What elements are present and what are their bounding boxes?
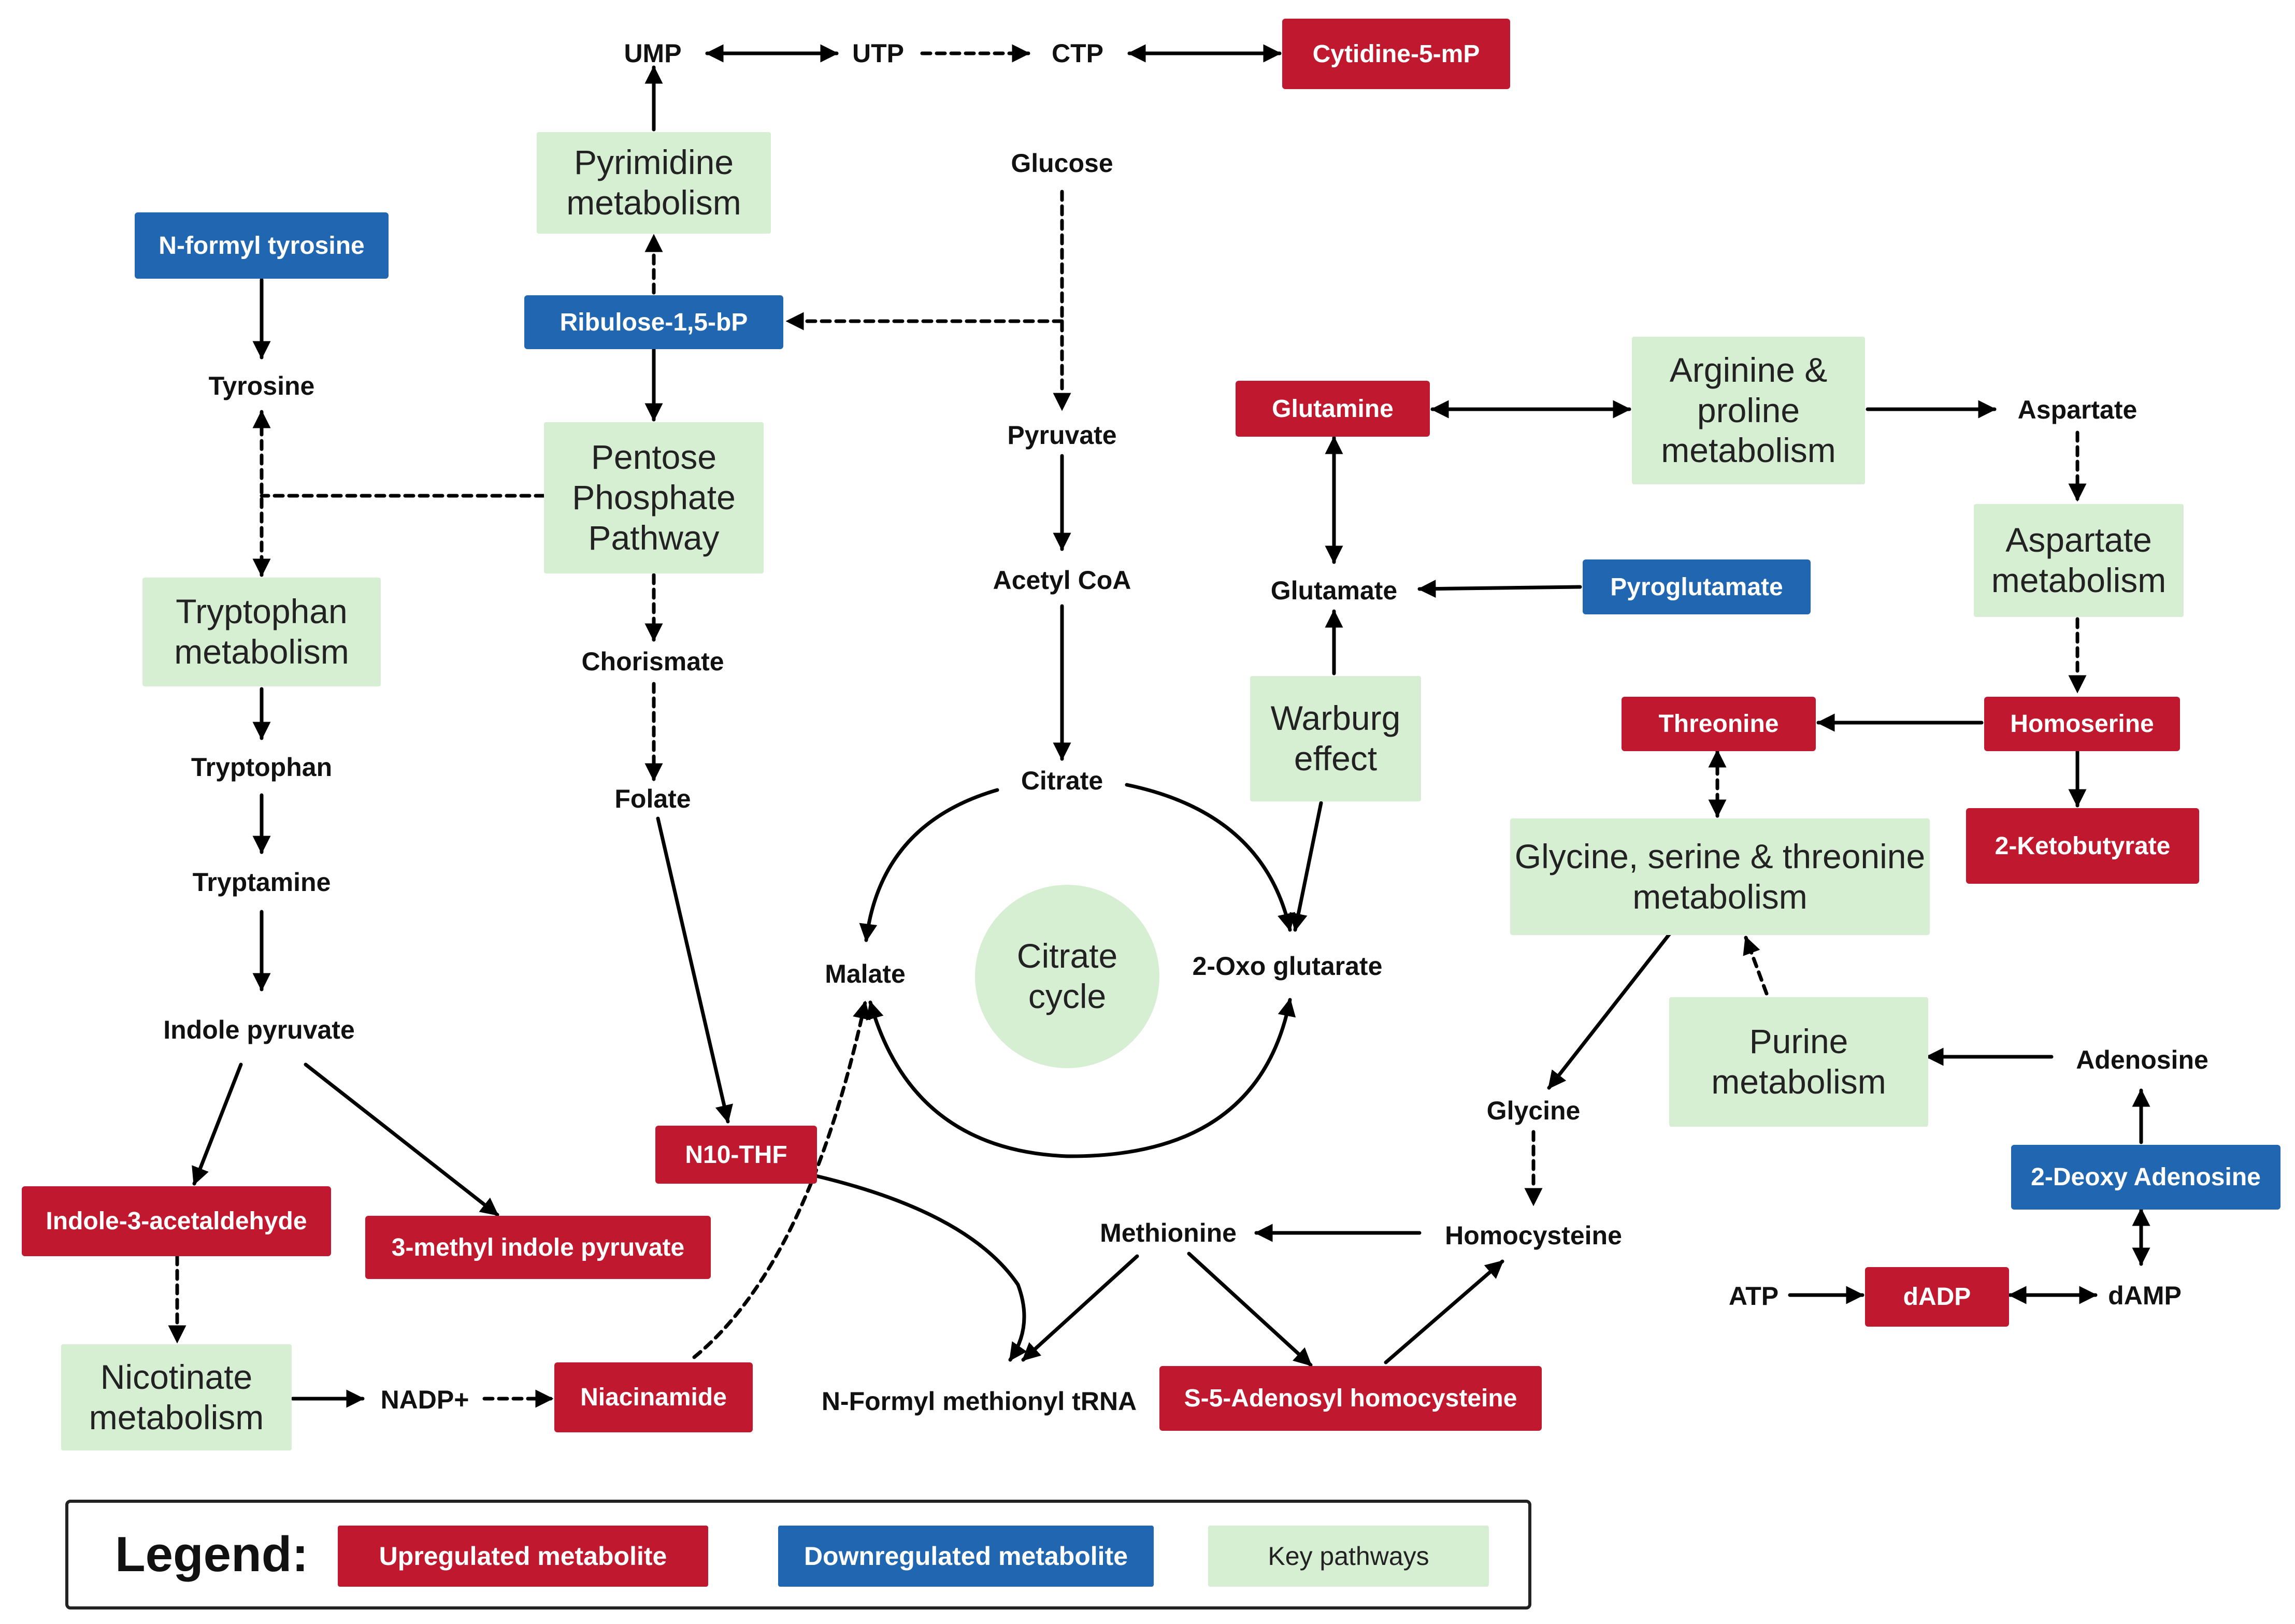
node-2-deoxy-adenosine: 2-Deoxy Adenosine bbox=[2011, 1145, 2280, 1210]
node-n-formyl-tyrosine: N-formyl tyrosine bbox=[135, 212, 389, 279]
arrow-methionine-nformylmethionyl bbox=[1021, 1254, 1139, 1362]
node-pyruvate: Pyruvate bbox=[1007, 421, 1117, 450]
node-acetyl-coa: Acetyl CoA bbox=[993, 566, 1131, 595]
node-warburg-effect: Warburg effect bbox=[1250, 676, 1421, 801]
arrow-pyroglutamate-glutamate bbox=[1417, 580, 1582, 598]
node-indole-3-acetaldehyde: Indole-3-acetaldehyde bbox=[22, 1186, 331, 1256]
arc-citrate-malate bbox=[859, 788, 999, 942]
node-citrate: Citrate bbox=[1021, 766, 1103, 795]
node-niacinamide: Niacinamide bbox=[554, 1362, 753, 1432]
arrow-warburg-oxoglutarate bbox=[1289, 801, 1323, 932]
node-tryptophan: Tryptophan bbox=[191, 753, 333, 782]
node-malate: Malate bbox=[825, 959, 906, 988]
node-glucose: Glucose bbox=[1011, 149, 1113, 178]
node-homocysteine: Homocysteine bbox=[1445, 1221, 1622, 1250]
node-atp: ATP bbox=[1728, 1282, 1779, 1311]
arrow-glycinemet-glycine bbox=[1547, 930, 1673, 1090]
node-3-methyl-indole-pyruvate: 3-methyl indole pyruvate bbox=[365, 1216, 711, 1279]
node-utp: UTP bbox=[852, 39, 904, 68]
node-nicotinate-metabolism: Nicotinate metabolism bbox=[61, 1344, 292, 1450]
node-aspartate-metabolism: Aspartate metabolism bbox=[1974, 504, 2184, 617]
node-pyrimidine-metabolism: Pyrimidine metabolism bbox=[537, 132, 771, 234]
node-glycine: Glycine bbox=[1486, 1096, 1581, 1125]
node-indole-pyruvate: Indole pyruvate bbox=[163, 1015, 355, 1044]
node-damp: dAMP bbox=[2108, 1281, 2182, 1310]
node-methionine: Methionine bbox=[1100, 1218, 1237, 1247]
node-glutamine: Glutamine bbox=[1236, 381, 1430, 437]
arrow-folate-n10thf bbox=[656, 816, 733, 1124]
legend-downregulated: Downregulated metabolite bbox=[778, 1526, 1154, 1587]
node-2-oxo-glutarate: 2-Oxo glutarate bbox=[1192, 952, 1383, 981]
arc-citrate-oxoglutarate bbox=[1125, 783, 1296, 932]
node-tryptophan-metabolism: Tryptophan metabolism bbox=[142, 578, 381, 686]
arrow-indolepyruvate-methylindolepyruvate bbox=[304, 1062, 499, 1217]
node-ribulose-1-5-bp: Ribulose-1,5-bP bbox=[524, 295, 783, 349]
legend: Legend: Upregulated metabolite Downregul… bbox=[65, 1500, 1531, 1609]
node-chorismate: Chorismate bbox=[581, 647, 724, 676]
node-arginine-proline-metabolism: Arginine & proline metabolism bbox=[1632, 337, 1865, 484]
node-nadp: NADP+ bbox=[380, 1385, 469, 1414]
node-homoserine: Homoserine bbox=[1984, 697, 2180, 751]
node-pyroglutamate: Pyroglutamate bbox=[1583, 559, 1811, 614]
node-adenosine: Adenosine bbox=[2076, 1045, 2208, 1074]
node-pentose-phosphate-pathway: Pentose Phosphate Pathway bbox=[544, 422, 764, 573]
legend-key-pathways: Key pathways bbox=[1208, 1526, 1489, 1587]
arrow-indolepyruvate-indole3acetaldehyde bbox=[192, 1062, 243, 1186]
node-folate: Folate bbox=[614, 784, 691, 813]
node-aspartate: Aspartate bbox=[2017, 395, 2138, 424]
arrow-niacinamide-malate bbox=[692, 1000, 871, 1359]
legend-upregulated: Upregulated metabolite bbox=[338, 1526, 708, 1587]
arrow-purine-glycinemet bbox=[1743, 936, 1769, 996]
node-s-5-adenosyl-homocysteine: S-5-Adenosyl homocysteine bbox=[1159, 1366, 1542, 1431]
node-tyrosine: Tyrosine bbox=[208, 371, 315, 400]
arrow-n10thf-nformylmethionyl bbox=[814, 1174, 1027, 1362]
node-2-ketobutyrate: 2-Ketobutyrate bbox=[1966, 808, 2199, 884]
node-glycine-serine-threonine-metabolism: Glycine, serine & threonine metabolism bbox=[1510, 818, 1930, 935]
node-dadp: dADP bbox=[1865, 1267, 2009, 1327]
node-glutamate: Glutamate bbox=[1270, 576, 1398, 605]
node-tryptamine: Tryptamine bbox=[192, 868, 331, 897]
node-citrate-cycle: Citrate cycle bbox=[975, 885, 1159, 1068]
node-threonine: Threonine bbox=[1622, 697, 1816, 751]
legend-title: Legend: bbox=[115, 1527, 309, 1582]
node-cytidine-5-mp: Cytidine-5-mP bbox=[1282, 19, 1510, 89]
node-n-formyl-methionyl-trna: N-Formyl methionyl tRNA bbox=[821, 1387, 1137, 1416]
arrow-methionine-sadenosyl bbox=[1187, 1252, 1313, 1367]
arrow-sadenosyl-homocysteine bbox=[1384, 1259, 1504, 1364]
node-ump: UMP bbox=[624, 39, 682, 68]
node-purine-metabolism: Purine metabolism bbox=[1669, 997, 1928, 1127]
arc-malate-oxoglutarate bbox=[866, 998, 1296, 1158]
node-ctp: CTP bbox=[1052, 39, 1103, 68]
node-n10-thf: N10-THF bbox=[655, 1126, 817, 1184]
